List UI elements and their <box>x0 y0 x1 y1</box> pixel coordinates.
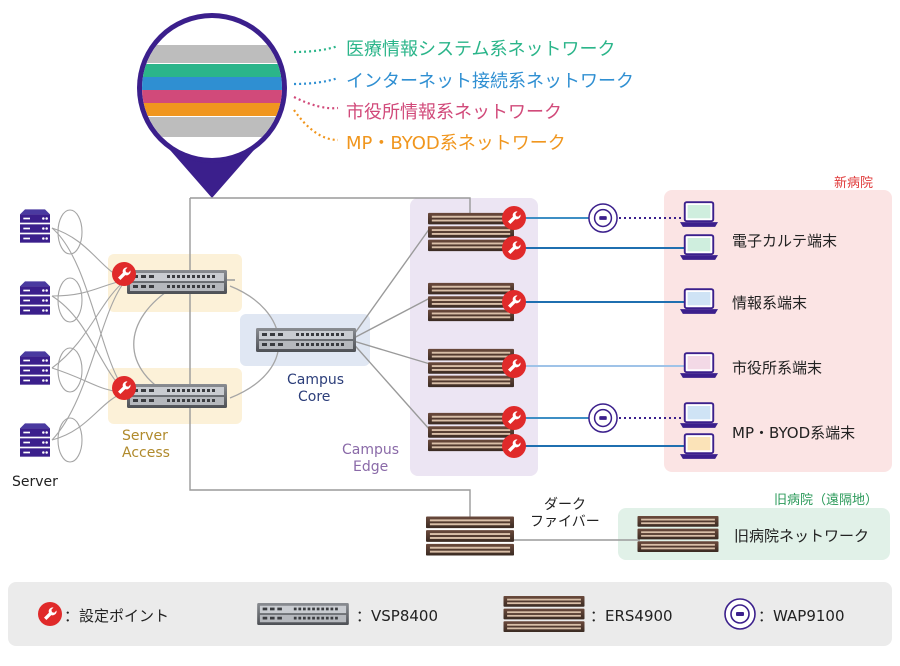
laptop-icon <box>680 433 718 460</box>
vsp8400-switch <box>256 328 356 352</box>
campus-core-label-line2: Core <box>298 389 331 405</box>
laptop-icon <box>680 352 718 379</box>
campus-core-label-line1: Campus <box>287 372 345 388</box>
terminal-city-label: 市役所系端末 <box>732 359 823 377</box>
vsp8400-icon <box>257 603 349 625</box>
setting-point-icon <box>112 376 136 400</box>
server-icon <box>20 281 50 315</box>
new-hospital-zone <box>664 190 892 472</box>
vsp8400-switch <box>127 270 227 294</box>
wap9100-icon <box>724 598 756 630</box>
legend-internet-network: インターネット接続系ネットワーク <box>346 71 634 92</box>
dark-fiber-label-line2: ファイバー <box>530 514 600 530</box>
terminal-byod-label: MP・BYOD系端末 <box>732 424 856 442</box>
bottom-legend-panel <box>8 582 892 646</box>
legend-medical-network: 医療情報システム系ネットワーク <box>346 39 616 60</box>
ers4900-switch <box>428 282 514 322</box>
server-icon <box>20 423 50 457</box>
setting-point-icon <box>502 206 526 230</box>
setting-point-icon <box>38 602 62 626</box>
setting-point-icon <box>502 434 526 458</box>
wap9100-icon <box>588 203 618 233</box>
legend-byod-network: MP・BYOD系ネットワーク <box>346 133 566 154</box>
ers4900-switch <box>428 412 514 452</box>
terminal-info-label: 情報系端末 <box>732 294 808 312</box>
server-access-label-line2: Access <box>122 445 170 461</box>
campus-edge-zone <box>410 198 538 476</box>
wap9100-icon <box>588 403 618 433</box>
campus-edge-label-line1: Campus <box>342 442 400 458</box>
server-icon <box>20 209 50 243</box>
setting-point-icon <box>502 354 526 378</box>
setting-point-icon <box>502 236 526 260</box>
ers4900-switch <box>428 348 514 388</box>
network-magnifier <box>137 13 287 198</box>
server-icon <box>20 351 50 385</box>
ers4900-icon <box>503 596 585 632</box>
ers4900-switch <box>426 516 514 556</box>
legend-wap-label: ：WAP9100 <box>758 607 845 625</box>
ers4900-switch <box>637 516 719 552</box>
dark-fiber-label-line1: ダーク <box>544 497 586 513</box>
setting-point-icon <box>502 406 526 430</box>
terminal-ehr-label: 電子カルテ端末 <box>732 232 838 250</box>
legend-vsp-label: ：VSP8400 <box>356 607 439 625</box>
setting-point-icon <box>502 290 526 314</box>
old-hospital-label: 旧病院（遠隔地） <box>774 493 879 508</box>
legend-city-network: 市役所情報系ネットワーク <box>346 102 562 123</box>
old-hospital-network-label: 旧病院ネットワーク <box>734 527 870 545</box>
server-label: Server <box>12 474 58 490</box>
server-access-label-line1: Server <box>122 428 168 444</box>
campus-edge-label-line2: Edge <box>353 459 389 475</box>
laptop-icon <box>680 288 718 315</box>
legend-setting-point-label: ：設定ポイント <box>64 607 170 625</box>
setting-point-icon <box>112 262 136 286</box>
laptop-icon <box>680 201 718 228</box>
ers4900-switch <box>428 212 514 252</box>
legend-ers-label: ：ERS4900 <box>590 607 673 625</box>
laptop-icon <box>680 234 718 261</box>
vsp8400-switch <box>127 384 227 408</box>
laptop-icon <box>680 402 718 429</box>
new-hospital-label: 新病院 <box>834 176 874 191</box>
